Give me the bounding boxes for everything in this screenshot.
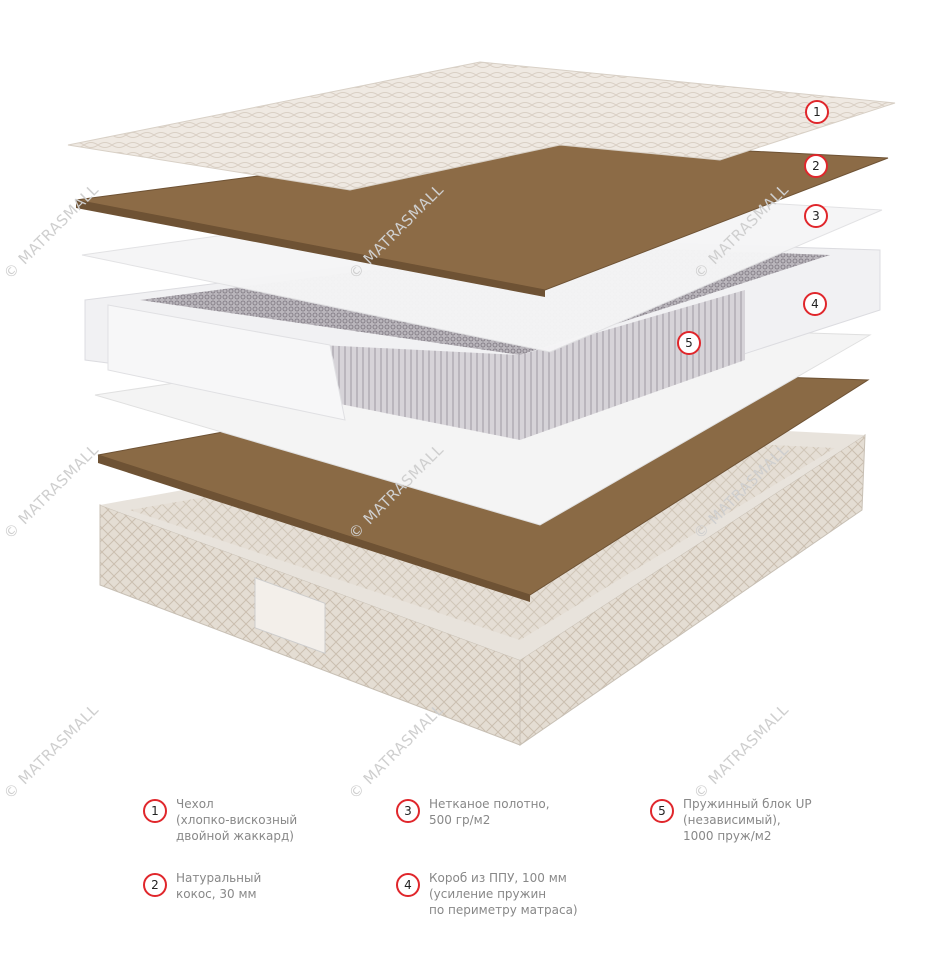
legend-text: Нетканое полотно, 500 гр/м2	[429, 797, 550, 827]
layer-marker-5: 5	[677, 331, 701, 355]
layer-marker-2: 2	[804, 154, 828, 178]
cover-layer	[67, 61, 896, 191]
layer-marker-4: 4	[803, 292, 827, 316]
legend-text: Короб из ППУ, 100 мм (усиление пружин по…	[429, 871, 578, 917]
legend-item-2: 2 Натуральный кокос, 30 мм	[143, 870, 261, 902]
legend-number: 2	[143, 873, 167, 897]
legend-item-1: 1 Чехол (хлопко-вискозный двойной жаккар…	[143, 796, 297, 844]
layer-marker-1: 1	[805, 100, 829, 124]
legend-text: Натуральный кокос, 30 мм	[176, 871, 262, 901]
layer-marker-3: 3	[804, 204, 828, 228]
legend-number: 4	[396, 873, 420, 897]
legend-number: 3	[396, 799, 420, 823]
legend-item-3: 3 Нетканое полотно, 500 гр/м2	[396, 796, 550, 828]
legend-item-5: 5 Пружинный блок UP (независимый), 1000 …	[650, 796, 812, 844]
legend-number: 5	[650, 799, 674, 823]
legend-number: 1	[143, 799, 167, 823]
legend-text: Чехол (хлопко-вискозный двойной жаккард)	[176, 797, 298, 843]
legend-text: Пружинный блок UP (независимый), 1000 пр…	[683, 797, 812, 843]
legend-item-4: 4 Короб из ППУ, 100 мм (усиление пружин …	[396, 870, 578, 918]
